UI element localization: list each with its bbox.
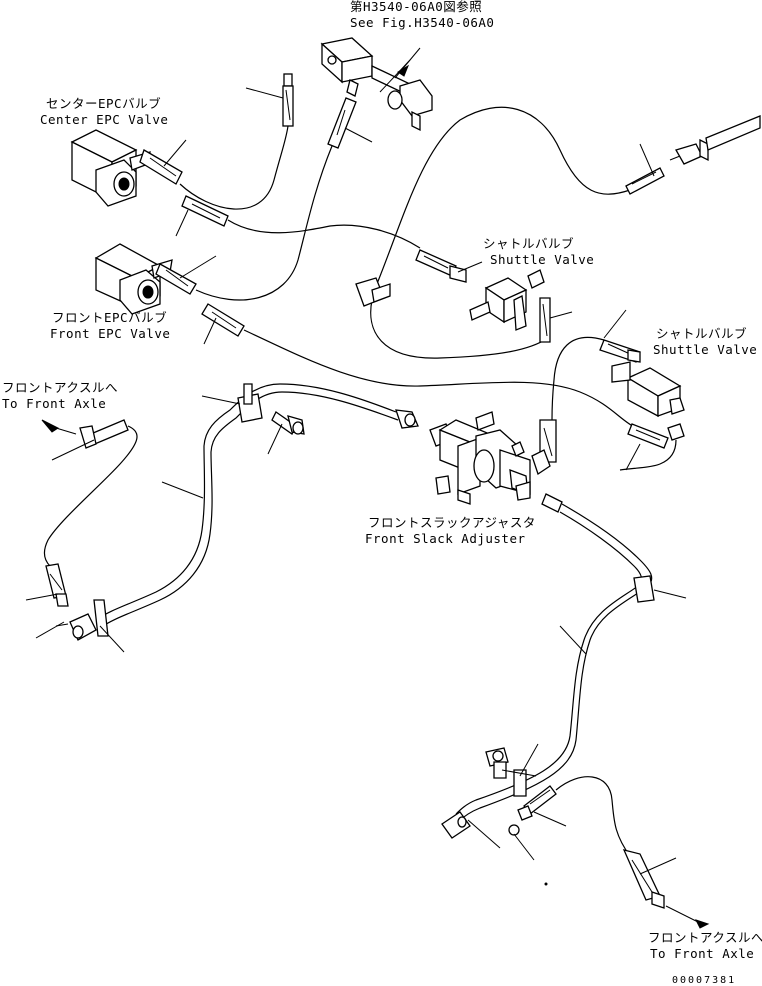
front-epc-valve [94, 243, 245, 345]
washer-right [467, 819, 548, 886]
label-shuttle-valve-2: シャトルバルブ Shuttle Valve [653, 326, 757, 357]
label-to-front-axle2-jp: フロントアクスルへ [648, 930, 762, 945]
right-main-pipe [441, 503, 687, 839]
shuttle-valve-2 [599, 309, 685, 471]
label-see-fig-en: See Fig.H3540-06A0 [350, 15, 494, 30]
shuttle-valve-1 [415, 249, 573, 343]
label-shuttle2-jp: シャトルバルブ [656, 326, 747, 341]
top-valve-block [320, 37, 433, 132]
label-front-epc-jp: フロントEPCバルブ [52, 310, 167, 325]
label-center-epc-en: Center EPC Valve [40, 112, 168, 127]
label-shuttle1-en: Shuttle Valve [490, 252, 594, 267]
label-to-front-axle-2: フロントアクスルへ To Front Axle [648, 930, 762, 961]
upper-hoses [179, 106, 637, 429]
label-to-front-axle2-en: To Front Axle [650, 946, 754, 961]
left-hose-to-front-axle [25, 419, 138, 639]
label-front-epc-en: Front EPC Valve [50, 326, 170, 341]
bolt-left [267, 411, 305, 455]
label-to-front-axle1-en: To Front Axle [2, 396, 106, 411]
label-slack-en: Front Slack Adjuster [365, 531, 526, 546]
label-shuttle2-en: Shuttle Valve [653, 342, 757, 357]
drawing-number: 00007381 [672, 975, 736, 986]
center-epc-valve [70, 129, 229, 237]
top-right-hose-end [625, 115, 761, 195]
label-slack-jp: フロントスラックアジャスタ [368, 515, 536, 530]
label-to-front-axle1-jp: フロントアクスルへ [2, 380, 118, 395]
label-center-epc-valve: センターEPCバルブ Center EPC Valve [40, 96, 168, 127]
front-slack-adjuster [429, 411, 563, 513]
bolt-right [485, 747, 537, 779]
label-see-fig-jp: 第H3540-06A0図参照 [350, 0, 482, 14]
label-shuttle-valve-1: シャトルバルブ Shuttle Valve [483, 236, 594, 267]
top-hose-fitting-1 [245, 73, 294, 127]
label-see-fig: 第H3540-06A0図参照 See Fig.H3540-06A0 [350, 0, 494, 30]
label-front-epc-valve: フロントEPCバルブ Front EPC Valve [50, 310, 170, 341]
right-hose-to-front-axle [517, 776, 710, 929]
label-front-slack-adjuster: フロントスラックアジャスタ Front Slack Adjuster [365, 515, 536, 546]
left-main-pipe [69, 383, 419, 653]
label-shuttle1-jp: シャトルバルブ [483, 236, 574, 251]
label-center-epc-jp: センターEPCバルブ [46, 96, 161, 111]
label-to-front-axle-1: フロントアクスルへ To Front Axle [2, 380, 118, 411]
pipe-clamp-upper [355, 277, 391, 307]
top-hose-fitting-2 [327, 79, 373, 149]
